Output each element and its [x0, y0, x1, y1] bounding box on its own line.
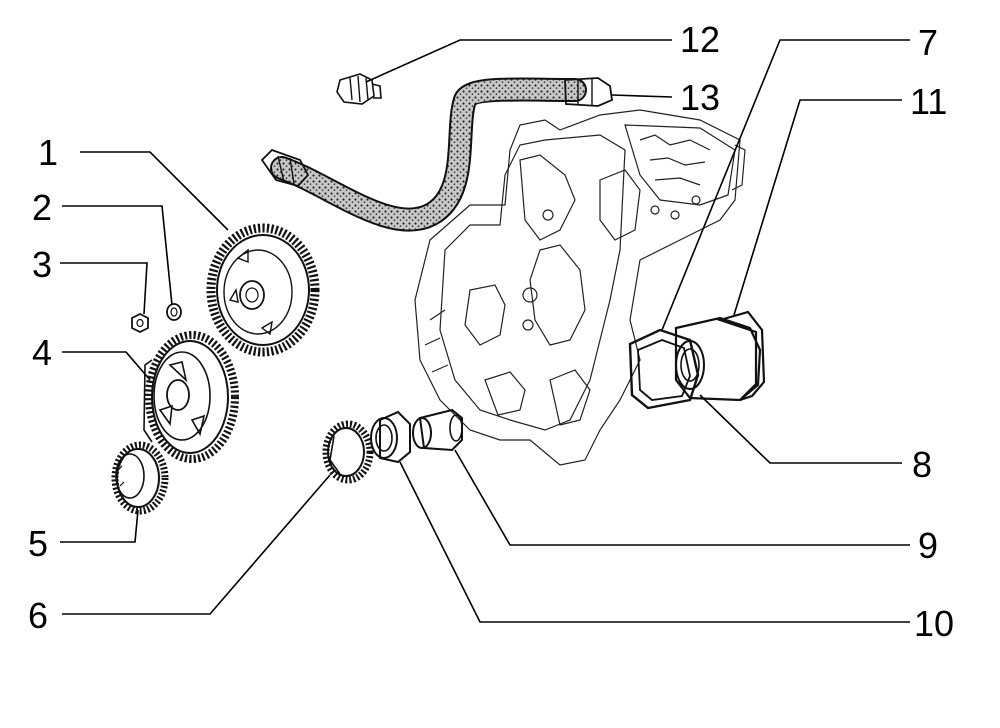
leader-11	[733, 99, 902, 316]
callout-11: 11	[910, 81, 947, 122]
leader-7	[661, 39, 910, 331]
leader-lines	[60, 39, 910, 623]
part-6-gear	[322, 420, 374, 484]
part-8-housing	[674, 316, 762, 402]
part-5-sprocket	[111, 441, 169, 515]
callout-2: 2	[32, 187, 52, 228]
part-11-flange	[716, 310, 766, 402]
callout-6: 6	[28, 595, 48, 636]
callout-13: 13	[680, 77, 720, 118]
callout-8: 8	[912, 444, 932, 485]
callout-9: 9	[918, 525, 938, 566]
part-4-gear	[143, 331, 239, 463]
callout-7: 7	[918, 22, 938, 63]
leader-3	[60, 262, 148, 315]
leader-10	[399, 461, 910, 623]
leader-4	[62, 351, 151, 381]
leader-12	[365, 39, 672, 83]
leader-1	[80, 151, 229, 231]
part-1-gear	[206, 223, 320, 357]
part-3-nut	[131, 312, 149, 334]
part-13-hose	[260, 77, 613, 232]
callout-12: 12	[680, 19, 720, 60]
callout-4: 4	[32, 332, 52, 373]
callout-1: 1	[38, 132, 58, 173]
callout-labels: 1 2 3 4 5 6 7 8 9 10 11 12 13	[28, 19, 954, 644]
leader-6	[62, 474, 331, 615]
part-12-fitting	[336, 73, 382, 105]
leader-5	[60, 509, 139, 543]
part-10-bearing	[370, 410, 411, 464]
leader-8	[699, 394, 902, 464]
leader-9	[454, 449, 910, 546]
timing-cover-housing	[414, 109, 746, 466]
leader-13	[611, 94, 673, 98]
callout-5: 5	[28, 523, 48, 564]
part-2-washer	[166, 303, 182, 321]
leader-2	[62, 205, 173, 306]
callout-3: 3	[32, 244, 52, 285]
callout-10: 10	[914, 603, 954, 644]
part-9-bushing	[412, 408, 463, 452]
